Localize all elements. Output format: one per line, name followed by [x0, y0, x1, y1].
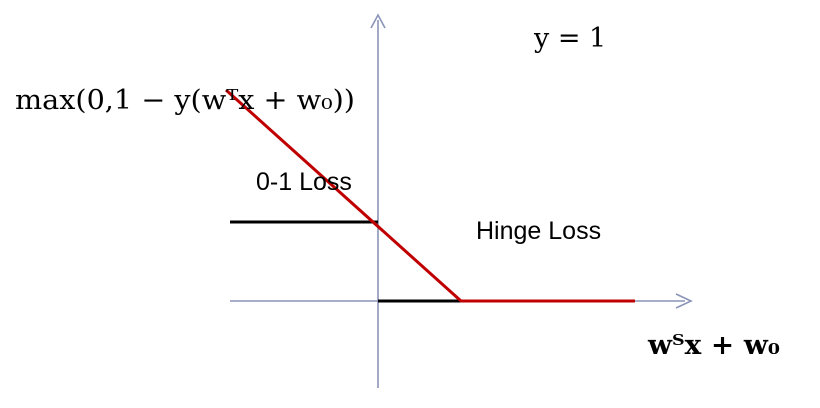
condition-label: y = 1	[533, 23, 606, 54]
y-axis-arrowhead	[370, 13, 386, 29]
x-axis-arrowhead	[675, 293, 693, 309]
formula-label: max(0,1 − y(wᵀx + w₀))	[15, 85, 355, 116]
x-axis-label: wᵀx + w₀	[647, 330, 780, 361]
hinge-loss-label: Hinge Loss	[476, 217, 601, 245]
hinge-loss-curve	[224, 88, 635, 303]
zero-one-loss-label: 0-1 Loss	[256, 168, 352, 196]
